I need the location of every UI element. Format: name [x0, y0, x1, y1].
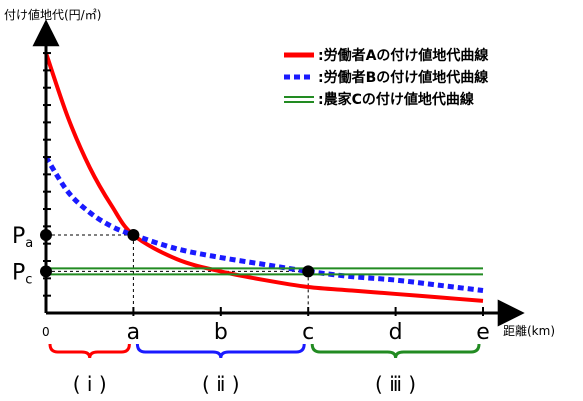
y-tick-label-sub: c — [25, 272, 32, 287]
x-tick-label-b: b — [214, 320, 228, 345]
region-label-2: ( ⅲ ) — [375, 372, 416, 396]
legend-label-2: :農家Cの付け値地代曲線 — [318, 91, 474, 108]
data-point-0 — [40, 229, 52, 242]
region-brace-0 — [48, 343, 131, 359]
origin-label: 0 — [42, 325, 50, 339]
x-tick-label-c: c — [302, 320, 314, 345]
y-tick-label-sub: a — [25, 236, 33, 251]
y-tick-label-a: Pa — [12, 224, 33, 251]
series-line-1 — [43, 155, 484, 293]
y-tick-label-main: P — [12, 260, 25, 285]
y-tick-label-main: P — [12, 224, 25, 249]
x-axis-label: 距離(km) — [503, 324, 555, 338]
x-tick-label-d: d — [389, 320, 403, 345]
series-line-0 — [44, 52, 484, 303]
data-point-2 — [40, 265, 52, 278]
data-point-1 — [127, 229, 140, 242]
region-label-1: ( ⅱ ) — [202, 372, 239, 396]
y-tick-label-c: Pc — [12, 260, 32, 287]
region-brace-2 — [310, 343, 481, 359]
region-label-0: ( ⅰ ) — [73, 372, 107, 396]
legend-label-0: :労働者Aの付け値地代曲線 — [318, 47, 488, 64]
legend-label-1: :労働者Bの付け値地代曲線 — [318, 69, 488, 86]
y-axis-label: 付け値地代(円/㎡) — [4, 7, 101, 22]
x-tick-label-a: a — [127, 320, 140, 345]
region-brace-1 — [135, 343, 306, 359]
data-point-3 — [302, 265, 315, 278]
x-tick-label-e: e — [476, 320, 490, 345]
